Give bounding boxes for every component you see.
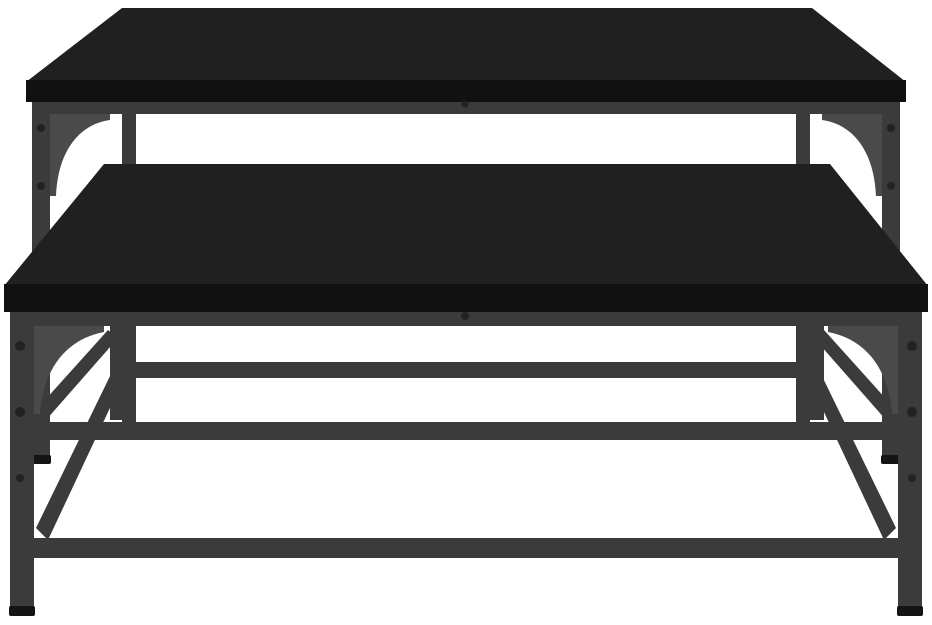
front-table-side-rail-left-lower	[36, 372, 124, 540]
back-table-bolt	[37, 182, 45, 190]
front-table-bolt	[908, 474, 916, 482]
front-table-top-face	[4, 164, 928, 286]
front-table-lower-stretcher	[34, 538, 898, 558]
back-table-bolt	[887, 124, 895, 132]
back-table-foot-right	[881, 455, 901, 464]
front-table-bolt	[907, 341, 917, 351]
front-table-front-leg-left	[10, 310, 34, 610]
back-table-top-edge	[26, 80, 906, 102]
back-table-top-face	[26, 8, 906, 82]
back-table-bolt	[37, 124, 45, 132]
front-table-bracket-left	[34, 326, 104, 414]
back-table-bracket-right	[822, 114, 882, 196]
back-table-bolt	[887, 182, 895, 190]
front-table-bolt	[15, 407, 25, 417]
front-table-bolt	[907, 407, 917, 417]
back-table-foot-left	[31, 455, 51, 464]
front-table-side-rail-right-lower	[808, 372, 896, 540]
front-table-bolt-center	[461, 312, 469, 320]
front-table-bracket-right	[828, 326, 898, 414]
front-table	[4, 164, 928, 616]
front-table-side-rail-left-upper	[36, 330, 118, 420]
front-table-rear-stretcher	[124, 362, 810, 378]
front-table-front-leg-right	[898, 310, 922, 610]
front-table-bolt	[16, 474, 24, 482]
back-table-bracket-left	[50, 114, 110, 196]
front-table-bolt	[15, 341, 25, 351]
front-table-side-rail-right-upper	[814, 330, 896, 420]
front-table-foot-right	[897, 606, 923, 616]
front-table-top-edge	[4, 284, 928, 312]
back-table-bolt-center	[461, 100, 469, 108]
front-table-foot-left	[9, 606, 35, 616]
back-table-lower-stretcher	[50, 422, 882, 440]
